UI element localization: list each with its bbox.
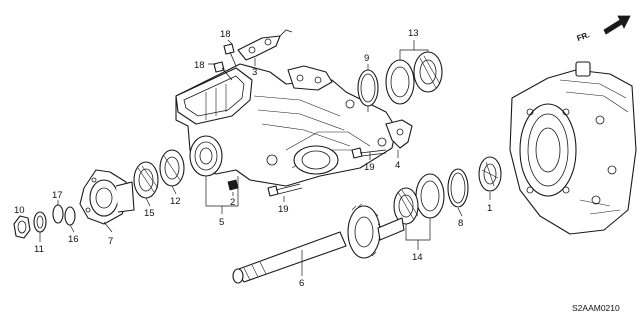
callout-6: 6 (299, 278, 304, 289)
callout-2: 2 (230, 197, 235, 208)
part-6-shaft (232, 203, 405, 284)
callout-4: 4 (395, 160, 400, 171)
callout-8: 8 (458, 218, 463, 229)
part-1-cover (478, 156, 502, 192)
callout-16: 16 (68, 234, 79, 245)
part-12-bearing (159, 149, 185, 187)
callout-7: 7 (108, 236, 113, 247)
callout-12: 12 (170, 196, 181, 207)
callout-18-top: 18 (220, 29, 231, 40)
front-label: FR. (576, 30, 591, 43)
part-13-bearing (385, 51, 443, 105)
callout-5: 5 (219, 217, 224, 228)
callout-10: 10 (14, 205, 25, 216)
callout-1: 1 (487, 203, 492, 214)
part-18-bolts (213, 43, 237, 81)
part-2-plug (227, 179, 239, 191)
callout-19-bottom: 19 (278, 204, 289, 215)
callout-11: 11 (34, 244, 44, 255)
callout-15: 15 (144, 208, 155, 219)
part-10-nut (13, 215, 31, 239)
callout-labels: 1 2 3 4 5 6 7 8 9 10 11 12 13 14 15 16 1… (14, 28, 492, 289)
callout-14: 14 (412, 252, 423, 263)
callout-17: 17 (52, 190, 63, 201)
transmission-case (509, 61, 637, 235)
front-direction-arrow: FR. (576, 15, 631, 43)
drawing-code: S2AAM0210 (572, 303, 620, 313)
callout-19-right: 19 (364, 162, 375, 173)
part-16-washer (64, 206, 76, 226)
part-3-bracket (237, 29, 293, 61)
part-4-bracket (385, 119, 413, 149)
leader-lines (39, 39, 491, 276)
part-11-washer (33, 211, 47, 233)
callout-18-bottom: 18 (194, 60, 205, 71)
callout-9: 9 (364, 53, 369, 64)
part-15-bearing (133, 161, 159, 199)
callout-13: 13 (408, 28, 419, 39)
part-14-bearing (393, 173, 445, 225)
transfer-housing (175, 63, 397, 187)
part-19-bolts (267, 147, 387, 197)
part-7-flange (79, 169, 135, 225)
part-17-washer (52, 204, 64, 224)
callout-3: 3 (252, 67, 257, 78)
part-9-snap-ring (357, 69, 379, 107)
part-8-snap-ring (447, 168, 469, 208)
